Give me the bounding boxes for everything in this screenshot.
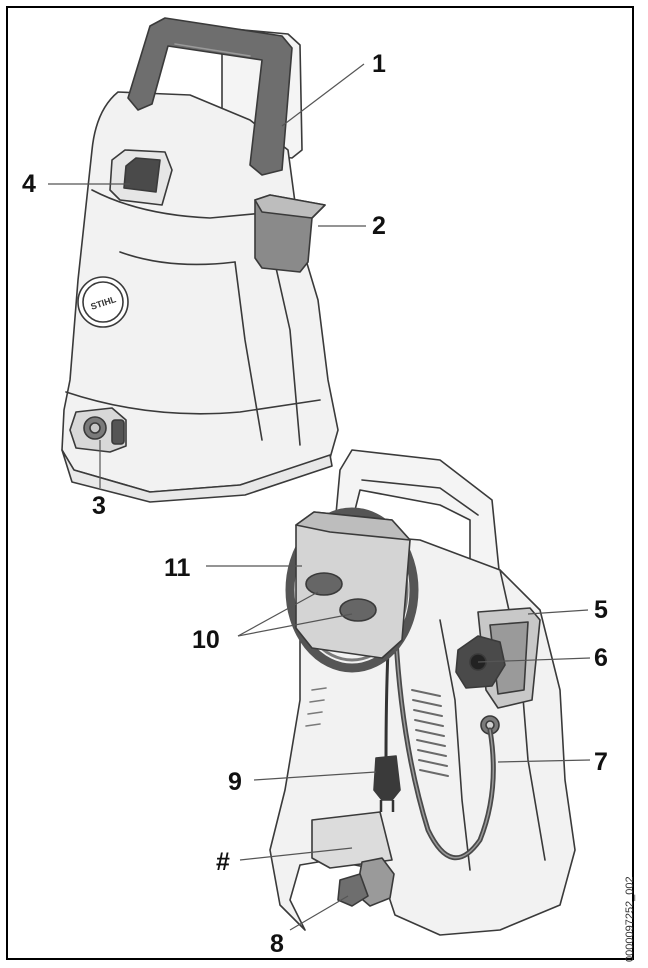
callout-6: 6: [594, 644, 608, 672]
nozzle-socket-upper: [305, 572, 343, 596]
front-shell-line-2: [119, 251, 236, 266]
callout-1: 1: [372, 50, 386, 78]
top-handle: [127, 17, 293, 176]
cable-coil: [285, 507, 419, 673]
front-base: [61, 449, 333, 503]
handle-highlight: [174, 43, 251, 57]
callout-4: 4: [22, 170, 36, 198]
callout-labels: 1 2 3 4 5 6 7 8 9 10 11 #: [22, 50, 608, 958]
leader-7: [497, 759, 591, 763]
brand-logo: [77, 276, 129, 328]
vent-grille: [411, 689, 449, 777]
nozzle-socket-lower: [339, 598, 377, 622]
leader-6: [477, 657, 591, 663]
leader-10a: [237, 591, 319, 637]
callout-7: 7: [594, 748, 608, 776]
rear-body-side-2: [439, 619, 471, 871]
leader-9: [253, 771, 377, 781]
power-plug: [373, 755, 401, 801]
front-side-groove-2: [271, 249, 301, 446]
outlet-inner: [89, 422, 101, 434]
front-side-groove: [234, 261, 263, 441]
leader-5: [527, 609, 589, 615]
front-view-machine: [61, 17, 339, 503]
callout-10: 10: [192, 626, 220, 654]
callout-3: 3: [92, 492, 106, 520]
on-off-switch: [123, 157, 161, 193]
holder-top-rim: [254, 194, 326, 219]
high-pressure-hose-inner: [394, 619, 495, 859]
callout-11: 11: [164, 554, 191, 582]
document-id: 0000097252_002: [624, 876, 636, 962]
front-lower-line: [65, 391, 321, 415]
leader-hash: [239, 847, 353, 861]
cable-hook-and-coil: [285, 507, 419, 812]
callout-2: 2: [372, 212, 386, 240]
power-cable: [384, 648, 390, 762]
outlet-clip: [111, 419, 125, 445]
hoses-and-cables: [384, 617, 496, 861]
rear-handle-inner: [361, 479, 479, 516]
leader-lines: [48, 63, 591, 931]
brand-logo-ring: [82, 281, 124, 323]
callout-hash: #: [216, 848, 230, 876]
callout-9: 9: [228, 768, 242, 796]
cable-hook-top: [295, 511, 411, 541]
callout-5: 5: [594, 596, 608, 624]
side-vents: [305, 687, 327, 727]
front-shell-line: [91, 189, 296, 219]
leader-1: [281, 63, 365, 127]
leader-10b: [237, 613, 353, 637]
callout-8: 8: [270, 930, 284, 958]
leader-8: [289, 895, 349, 931]
